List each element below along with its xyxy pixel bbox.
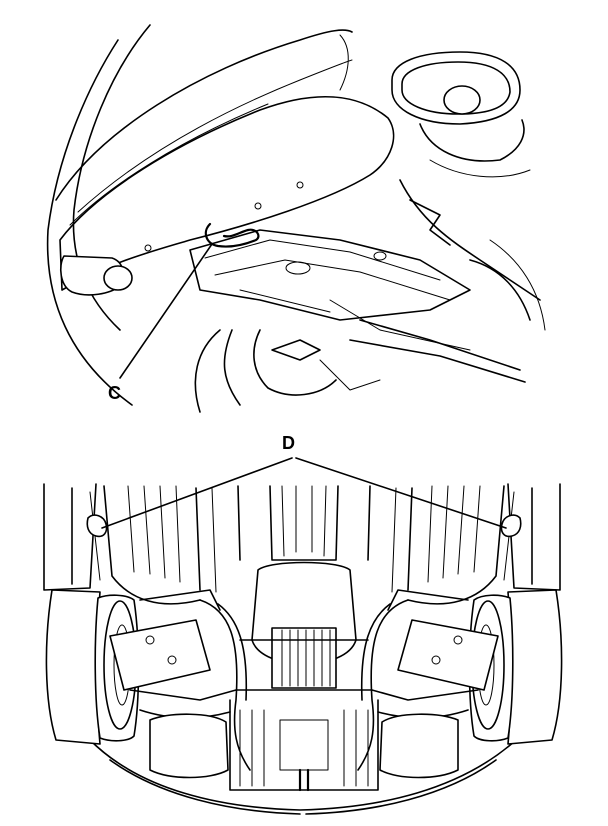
callout-label-c: C [108,383,121,403]
callout-label-d: D [282,433,295,453]
bottom-view-rear-underside [43,457,563,815]
top-view-rear-bumper [46,24,546,413]
